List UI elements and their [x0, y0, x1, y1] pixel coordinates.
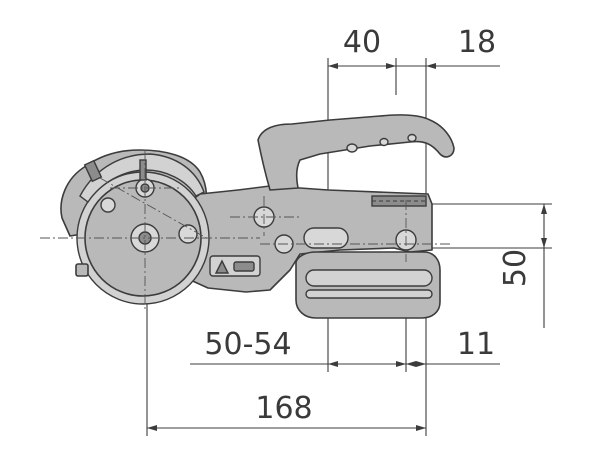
dimension-label-top-right: 18 — [458, 25, 496, 60]
dimension-label-bottom-right: 11 — [457, 327, 495, 362]
dimension-label-top-left: 40 — [343, 25, 381, 60]
dimension-label-bottom-left: 50-54 — [204, 327, 291, 362]
center-lines — [40, 150, 450, 312]
dimension-label-right-vertical: 50 — [498, 249, 533, 287]
coupling-body — [60, 114, 455, 319]
dimension-lines — [146, 58, 552, 436]
dimension-label-overall: 168 — [255, 391, 312, 426]
